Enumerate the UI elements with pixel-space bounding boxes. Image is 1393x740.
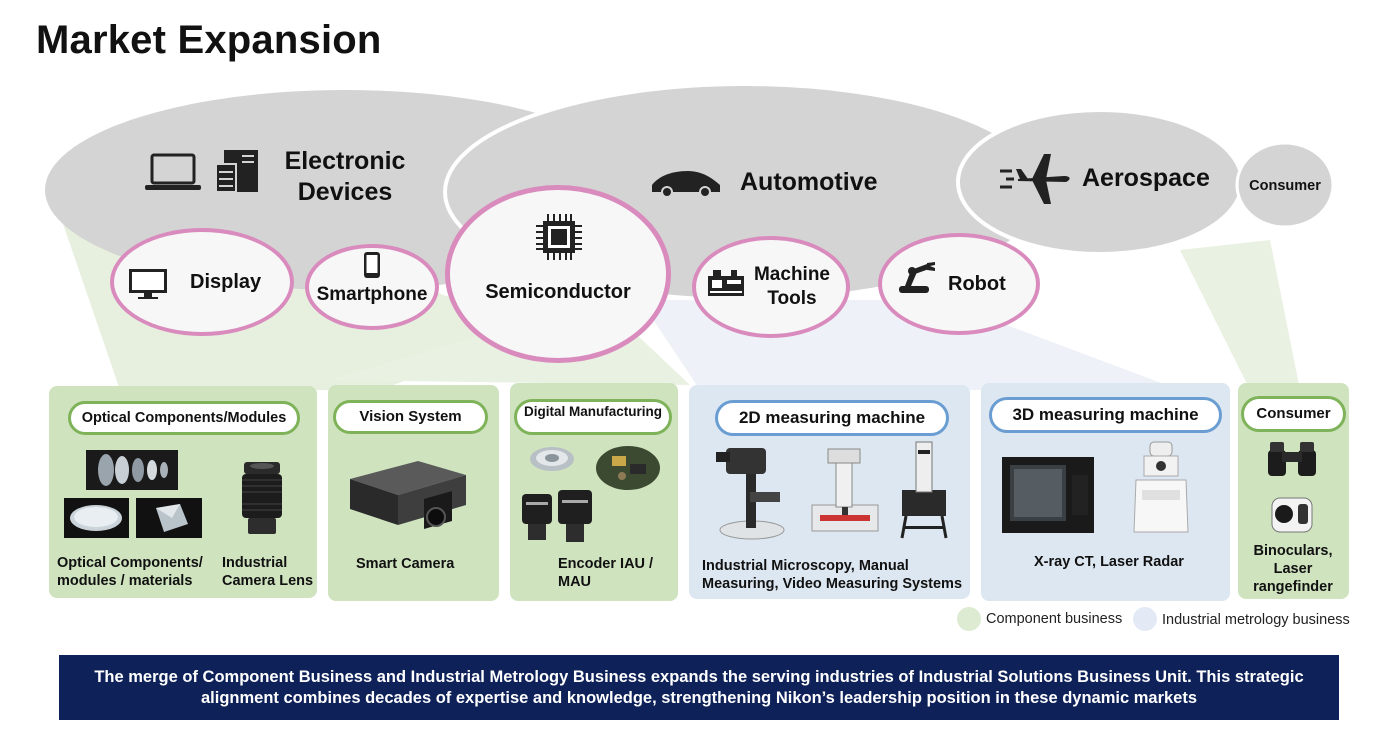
circle-robot [878, 233, 1040, 335]
consumer-funnel [1180, 240, 1300, 390]
header-consumer: Consumer [1241, 396, 1346, 432]
binoculars-image [1268, 442, 1316, 476]
label-consumer-industry: Consumer [1249, 178, 1321, 194]
smart-camera-image [350, 461, 466, 529]
laser-radar-image [1133, 441, 1189, 533]
page-title: Market Expansion [36, 18, 382, 62]
chip-icon [536, 214, 582, 260]
label-semiconductor: Semiconductor [485, 281, 631, 303]
encoder-ring-image [530, 447, 574, 471]
header-vision-system: Vision System [333, 400, 488, 434]
label-automotive: Automotive [740, 168, 878, 196]
caption-optical-components: Optical Components/ modules / materials [57, 555, 203, 589]
caption-smart-camera: Smart Camera [356, 556, 455, 572]
label-machine-tools: Machine Tools [753, 264, 831, 309]
encoder-board-image [596, 446, 660, 490]
manual-measuring-image [811, 448, 879, 532]
caption-industrial-camera-lens: Industrial Camera Lens [222, 555, 314, 589]
caption-3d-measuring: X-ray CT, Laser Radar [1034, 554, 1184, 570]
monitor-icon [129, 269, 167, 299]
industrial-microscope-image [716, 448, 785, 540]
legend-metrology-label: Industrial metrology business [1162, 612, 1350, 628]
industrial-camera-lens-image [242, 462, 282, 534]
legend-component-dot [957, 607, 981, 631]
label-electronic-devices: Electronic Devices [284, 147, 406, 206]
caption-2d-measuring: Industrial Microscopy, Manual Measuring,… [702, 558, 963, 592]
laser-rangefinder-image [1271, 497, 1313, 533]
label-smartphone: Smartphone [316, 284, 428, 305]
smartphone-icon [364, 252, 380, 278]
caption-consumer: Binoculars, Laser rangefinder [1253, 543, 1333, 595]
airplane-icon [1000, 154, 1070, 204]
car-icon [652, 171, 720, 196]
video-measuring-image [900, 441, 948, 539]
legend-component-label: Component business [986, 611, 1123, 627]
server-icon [215, 150, 258, 193]
summary-banner: The merge of Component Business and Indu… [59, 655, 1339, 720]
machine-tool-icon [708, 270, 744, 296]
caption-encoder: Encoder IAU / MAU [558, 556, 654, 590]
ellipse-consumer [1235, 141, 1335, 229]
robot-arm-icon [899, 262, 935, 293]
xray-ct-image [1002, 457, 1094, 533]
legend-metrology-dot [1133, 607, 1157, 631]
label-display: Display [190, 271, 262, 293]
header-optical-components: Optical Components/Modules [68, 401, 300, 435]
header-digital-manufacturing: Digital Manufacturing [514, 399, 672, 435]
circle-semiconductor [445, 185, 671, 363]
header-3d-measuring: 3D measuring machine [989, 397, 1222, 433]
optical-disc-image [64, 498, 129, 538]
iau-mau-units-image [522, 490, 592, 542]
header-2d-measuring: 2D measuring machine [715, 400, 949, 436]
lens-assembly-image [86, 450, 178, 490]
label-aerospace: Aerospace [1082, 164, 1210, 192]
prism-image [136, 498, 202, 538]
laptop-icon [145, 153, 201, 190]
label-robot: Robot [948, 273, 1006, 295]
